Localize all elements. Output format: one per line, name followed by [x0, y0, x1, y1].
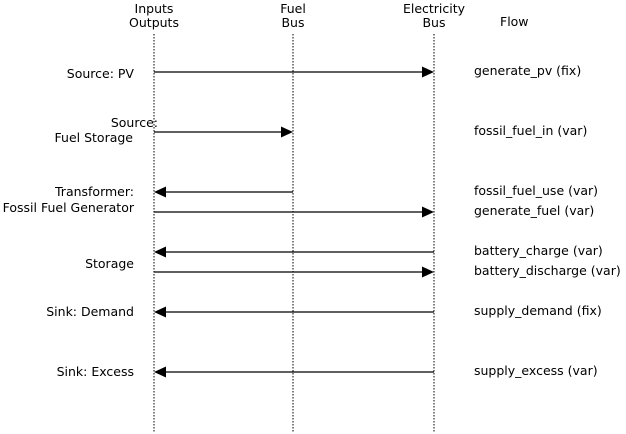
- flow-label-generate-pv: generate_pv (fix): [474, 63, 581, 78]
- flow-label-battery-charge: battery_charge (var): [474, 243, 603, 258]
- flow-arrow-generate-fuel: [154, 206, 434, 218]
- component-label-storage: Storage: [85, 256, 134, 271]
- flow-arrow-generate-pv: [154, 66, 434, 78]
- component-label-transformer-line1: Transformer:: [54, 184, 134, 199]
- flow-arrow-supply-excess: [154, 366, 434, 378]
- io-header-outputs: Outputs: [129, 15, 179, 30]
- flow-label-generate-fuel: generate_fuel (var): [474, 203, 594, 218]
- flow-arrow-fossil-fuel-use: [154, 186, 293, 198]
- flow-arrow-fossil-fuel-in: [154, 126, 293, 138]
- flow-arrow-supply-demand: [154, 306, 434, 318]
- flow-label-supply-demand: supply_demand (fix): [474, 303, 602, 318]
- component-label-fuel-storage-line2: Fuel Storage: [55, 130, 134, 145]
- flow-label-fossil-fuel-use: fossil_fuel_use (var): [474, 183, 598, 198]
- electricity-bus-header-line1: Electricity: [403, 1, 466, 16]
- fuel-bus-header-line2: Bus: [281, 15, 304, 30]
- component-label-sink-excess: Sink: Excess: [57, 364, 134, 379]
- component-label-transformer-line2: Fossil Fuel Generator: [3, 200, 135, 215]
- flow-arrow-battery-charge: [154, 246, 434, 258]
- flow-arrow-battery-discharge: [154, 266, 434, 278]
- flow-column-header: Flow: [500, 14, 529, 29]
- flow-label-supply-excess: supply_excess (var): [474, 363, 598, 378]
- component-label-fuel-storage-line1: Source:: [111, 115, 158, 130]
- electricity-bus-header-line2: Bus: [422, 15, 445, 30]
- fuel-bus-header-line1: Fuel: [280, 1, 306, 16]
- flow-label-fossil-fuel-in: fossil_fuel_in (var): [474, 123, 587, 138]
- component-label-sink-demand: Sink: Demand: [46, 304, 134, 319]
- flow-label-battery-discharge: battery_discharge (var): [474, 263, 621, 278]
- component-label-source-pv: Source: PV: [67, 66, 135, 81]
- io-header-inputs: Inputs: [135, 1, 174, 16]
